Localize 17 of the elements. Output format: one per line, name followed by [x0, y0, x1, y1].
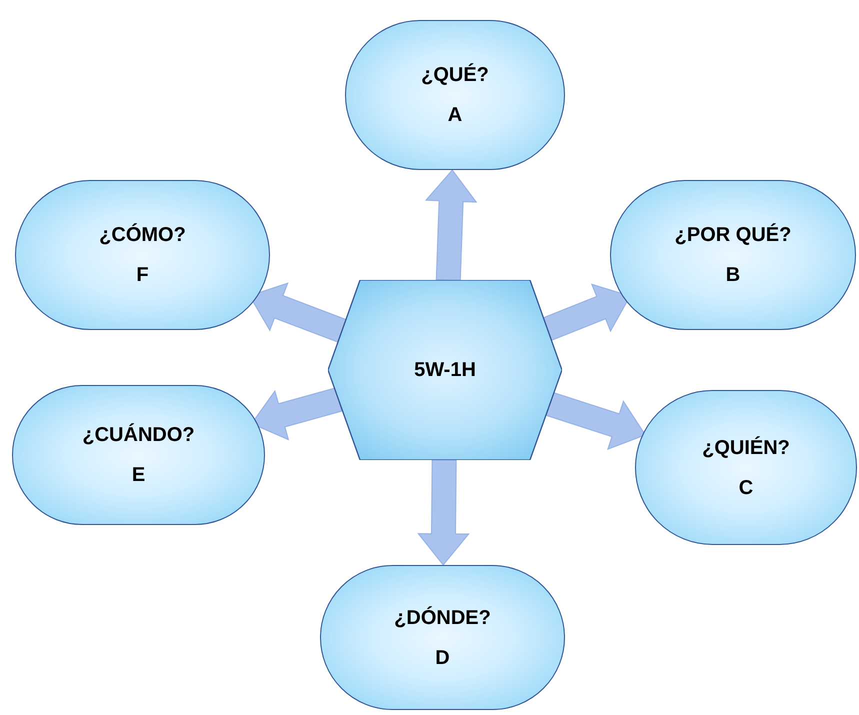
node-letter: C — [738, 478, 754, 498]
node-title: ¿DÓNDE? — [394, 608, 491, 628]
node-title: ¿QUÉ? — [421, 65, 489, 85]
node-title: ¿POR QUÉ? — [674, 225, 792, 245]
node-title: ¿CUÁNDO? — [82, 425, 195, 445]
node-letter: A — [448, 105, 462, 125]
hexagon-node — [328, 280, 562, 460]
node-letter: F — [136, 265, 149, 285]
node-title: ¿CÓMO? — [99, 225, 186, 245]
block-arrow — [417, 459, 470, 566]
block-arrow — [546, 392, 646, 450]
node-letter: B — [726, 265, 740, 285]
node-letter: E — [132, 465, 146, 485]
block-arrow — [424, 169, 478, 281]
node-letter: D — [435, 648, 450, 668]
node-title: ¿QUIÉN? — [702, 438, 790, 458]
node-title: 5W-1H — [414, 360, 476, 380]
